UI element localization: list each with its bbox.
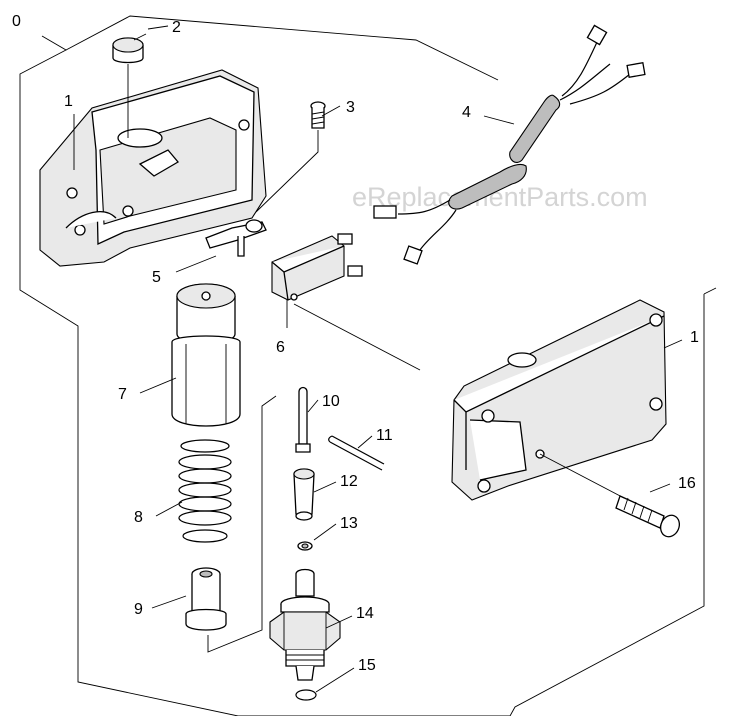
callout-14: 14 [356, 605, 374, 622]
lever [205, 219, 267, 257]
callout-12: 12 [340, 473, 358, 490]
callout-13: 13 [340, 515, 358, 532]
piston [293, 468, 315, 521]
callout-5: 5 [152, 269, 161, 286]
sub-assembly-boundary [207, 395, 277, 653]
micro-switch [271, 233, 363, 301]
screw-long [615, 495, 681, 538]
ring-small [297, 541, 313, 551]
sleeve [171, 283, 241, 427]
fitting [269, 568, 341, 681]
callout-10: 10 [322, 393, 340, 410]
bushing [185, 567, 227, 631]
cap [112, 37, 144, 64]
cable [373, 24, 646, 265]
callout-9: 9 [134, 601, 143, 618]
callout-15: 15 [358, 657, 376, 674]
callout-1-bottom: 1 [690, 329, 699, 346]
leader-lines [73, 25, 683, 693]
callout-11: 11 [376, 427, 393, 444]
screw-small [310, 101, 326, 129]
housing-bottom [451, 299, 667, 501]
clip [328, 435, 385, 471]
pin [295, 386, 311, 453]
callout-2: 2 [172, 19, 181, 36]
housing-top [39, 69, 267, 267]
callout-8: 8 [134, 509, 143, 526]
callout-7: 7 [118, 386, 127, 403]
spring [178, 439, 232, 543]
callout-16: 16 [678, 475, 696, 492]
callout-1-top: 1 [64, 93, 73, 110]
assembly-boundary [19, 15, 717, 716]
callouts: 0 2 1 3 4 5 6 7 8 9 10 11 12 13 14 15 16… [12, 13, 699, 674]
o-ring [295, 689, 317, 701]
callout-0: 0 [12, 13, 21, 30]
callout-3: 3 [346, 99, 355, 116]
callout-6: 6 [276, 339, 285, 356]
callout-4: 4 [462, 104, 471, 121]
